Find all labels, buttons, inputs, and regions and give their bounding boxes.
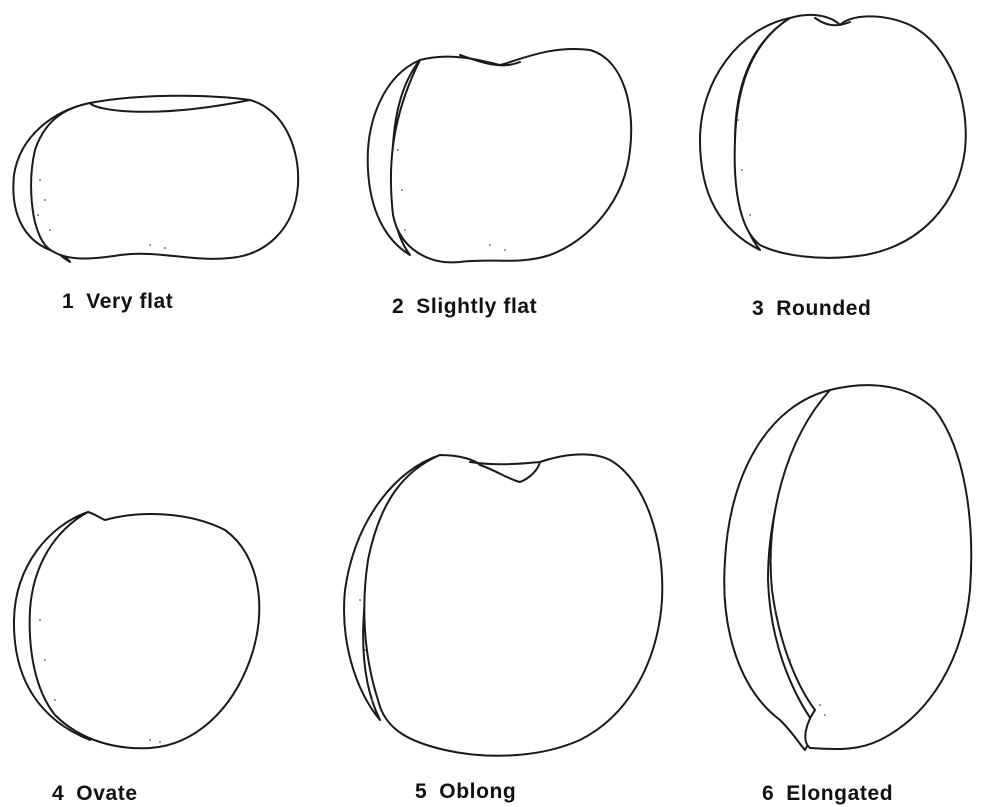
caption-oblong-label: Oblong: [439, 780, 516, 803]
shape-oblong-drawing: [344, 454, 662, 755]
caption-slightly-flat-number: 2: [392, 295, 404, 318]
shape-elongated-drawing: [724, 385, 971, 750]
caption-rounded: 3 Rounded: [752, 297, 871, 321]
caption-ovate-label: Ovate: [76, 782, 137, 805]
shape-very-flat-drawing: [13, 96, 298, 262]
caption-elongated-label: Elongated: [786, 782, 893, 805]
caption-ovate-number: 4: [52, 782, 64, 805]
caption-very-flat-label: Very flat: [86, 290, 173, 313]
shape-rounded-drawing: [700, 15, 966, 258]
caption-elongated-number: 6: [762, 782, 774, 805]
shape-1-face: [31, 96, 298, 259]
shape-4-face: [30, 512, 260, 748]
shape-6-face: [771, 385, 972, 749]
caption-slightly-flat-label: Slightly flat: [416, 295, 537, 318]
caption-rounded-number: 3: [752, 297, 764, 320]
caption-elongated: 6 Elongated: [762, 782, 893, 806]
shape-slightly-flat-drawing: [368, 49, 632, 262]
shape-5-top-cavity: [470, 462, 540, 464]
caption-slightly-flat: 2 Slightly flat: [392, 295, 537, 319]
shape-3-face: [735, 15, 966, 258]
caption-very-flat-number: 1: [62, 290, 74, 313]
caption-very-flat: 1 Very flat: [62, 290, 173, 314]
shape-5-face: [364, 454, 662, 755]
caption-rounded-label: Rounded: [776, 297, 871, 320]
shape-ovate-drawing: [14, 512, 259, 748]
caption-oblong: 5 Oblong: [415, 780, 516, 804]
shape-2-face: [391, 49, 631, 262]
caption-ovate: 4 Ovate: [52, 782, 138, 806]
caption-oblong-number: 5: [415, 780, 427, 803]
